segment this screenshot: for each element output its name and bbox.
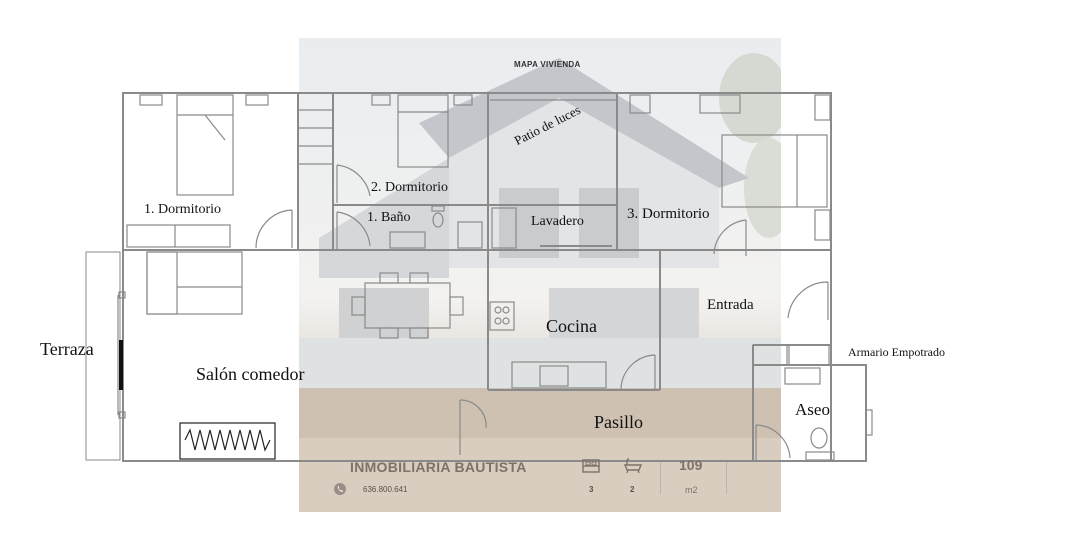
room-label-cocina: Cocina [546, 316, 597, 336]
room-label-terraza: Terraza [40, 339, 94, 359]
room-label-salon: Salón comedor [196, 364, 305, 384]
phone-icon [334, 483, 346, 495]
bed-icon [582, 459, 600, 473]
room-label-aseo: Aseo [795, 400, 830, 419]
outer-wall-left-block [122, 92, 832, 462]
bathrooms-count: 2 [630, 485, 635, 494]
footer-divider [660, 462, 661, 494]
area-unit: m2 [685, 485, 698, 495]
room-label-dormitorio-2: 2. Dormitorio [371, 180, 448, 195]
room-label-dormitorio-3: 3. Dormitorio [627, 206, 710, 222]
bath-icon [623, 458, 643, 474]
room-label-bano-1: 1. Baño [367, 210, 411, 225]
room-label-pasillo: Pasillo [594, 412, 644, 432]
bedrooms-count: 3 [589, 485, 594, 494]
room-label-lavadero: Lavadero [531, 214, 584, 229]
page-title: MAPA VIVIENDA [514, 60, 581, 69]
room-label-armario: Armario Empotrado [848, 345, 945, 359]
footer-divider-right [726, 462, 727, 494]
room-label-dormitorio-1: 1. Dormitorio [144, 202, 221, 217]
phone-number[interactable]: 636.800.641 [363, 485, 408, 494]
area-value: 109 [679, 457, 703, 473]
room-label-entrada: Entrada [707, 297, 754, 313]
agency-name: INMOBILIARIA BAUTISTA [350, 459, 527, 475]
